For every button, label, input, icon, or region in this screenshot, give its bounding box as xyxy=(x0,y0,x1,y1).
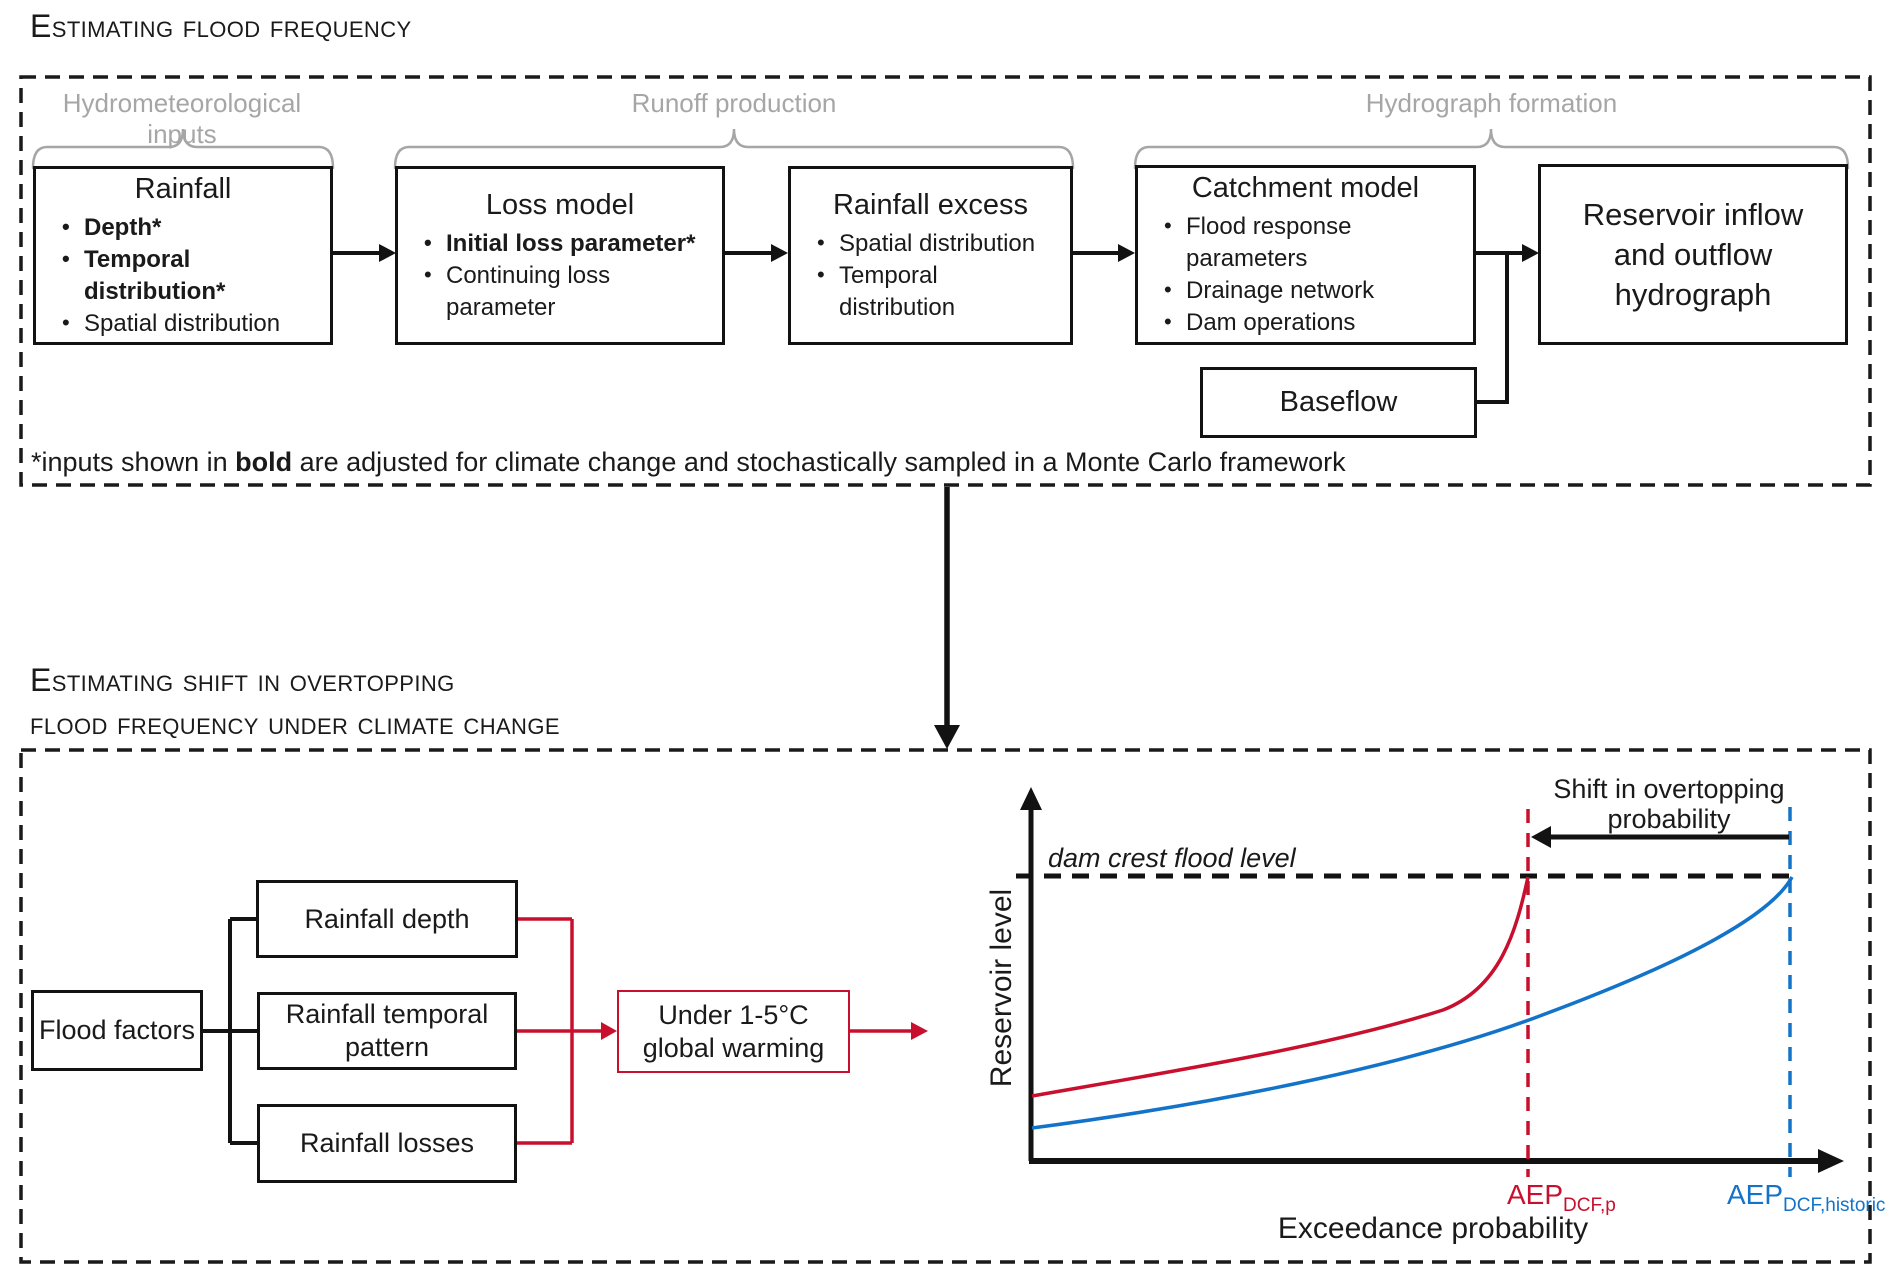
brace-runoff-production xyxy=(393,128,1075,170)
loss-model-box: Loss model Initial loss parameter* Conti… xyxy=(395,166,725,345)
list-item: Depth* xyxy=(60,211,320,244)
rainfall-temporal-line1: Rainfall temporal xyxy=(285,999,489,1029)
list-item: Temporal distribution xyxy=(815,259,1060,324)
list-item: Spatial distribution xyxy=(60,307,320,340)
global-warming-line1: Under 1-5°C xyxy=(658,999,809,1030)
baseflow-box: Baseflow xyxy=(1200,367,1477,438)
section1-title: Estimating flood frequency xyxy=(30,8,412,44)
projected-climate-curve xyxy=(1031,876,1530,1098)
list-item: Spatial distribution xyxy=(815,227,1060,260)
global-warming-line2: global warming xyxy=(642,1032,825,1063)
list-item: Continuing loss parameter xyxy=(422,259,712,324)
section2-title-line2: flood frequency under climate change xyxy=(30,705,560,741)
group-label-hydromet-inputs: Hydrometeorological inputs xyxy=(62,88,302,149)
group-label-hydrograph-formation: Hydrograph formation xyxy=(1365,88,1618,118)
list-item: Flood response parameters xyxy=(1162,210,1463,275)
chart-x-axis-label: Exceedance probability xyxy=(1277,1212,1589,1245)
list-item: Initial loss parameter* xyxy=(422,227,712,260)
dam-crest-flood-level-label: dam crest flood level xyxy=(1048,843,1296,873)
global-warming-label: Under 1-5°C global warming xyxy=(643,999,825,1065)
chart-y-axis-label: Reservoir level xyxy=(985,888,1018,1088)
baseflow-box-title: Baseflow xyxy=(1279,386,1398,418)
catchment-model-box: Catchment model Flood response parameter… xyxy=(1135,165,1476,345)
chart-y-axis xyxy=(1020,787,1042,1161)
reservoir-box-line1: Reservoir inflow xyxy=(1582,196,1804,232)
reservoir-box-line3: hydrograph xyxy=(1614,276,1772,312)
flood-factors-connector xyxy=(203,917,257,1145)
section1-dashed-frame xyxy=(19,75,1872,487)
reservoir-hydrograph-box: Reservoir inflow and outflow hydrograph xyxy=(1538,164,1848,345)
group-label-runoff-production: Runoff production xyxy=(631,88,837,118)
shift-annotation-line1: Shift in overtopping xyxy=(1553,774,1785,804)
rainfall-excess-box: Rainfall excess Spatial distribution Tem… xyxy=(788,166,1073,345)
rainfall-box: Rainfall Depth* Temporal distribution* S… xyxy=(33,166,333,345)
section1-footnote: *inputs shown in bold are adjusted for c… xyxy=(31,447,1346,478)
rainfall-depth-box: Rainfall depth xyxy=(256,880,518,958)
rainfall-losses-label: Rainfall losses xyxy=(299,1128,475,1158)
rainfall-bullet-list: Depth* Temporal distribution* Spatial di… xyxy=(36,211,330,340)
footnote-text-pre: *inputs shown in xyxy=(31,447,236,477)
aep-projected-label: AEPDCF,p xyxy=(1507,1179,1616,1217)
section2-dashed-frame xyxy=(19,748,1872,1264)
footnote-text-bold: bold xyxy=(235,447,293,477)
aep-historic-main: AEP xyxy=(1727,1179,1784,1210)
chart-x-axis xyxy=(1029,1149,1844,1173)
rainfall-temporal-pattern-box: Rainfall temporal pattern xyxy=(257,992,517,1070)
arrowhead-catchment-to-reservoir xyxy=(1522,244,1539,262)
flood-factors-box: Flood factors xyxy=(31,990,203,1071)
reservoir-box-line2: and outflow xyxy=(1613,236,1773,272)
rainfall-box-title: Rainfall xyxy=(134,172,232,205)
list-item: Temporal distribution* xyxy=(60,243,320,308)
arrowhead-loss-to-excess xyxy=(771,244,788,262)
arrow-warming-to-chart xyxy=(850,1022,928,1040)
shift-annotation-line2: probability xyxy=(1607,804,1731,834)
list-item: Drainage network xyxy=(1162,274,1463,307)
aep-projected-main: AEP xyxy=(1507,1179,1564,1210)
baseflow-elbow-connector xyxy=(1477,255,1509,404)
section-link-arrow xyxy=(934,487,960,749)
rainfall-temporal-line2: pattern xyxy=(344,1032,430,1062)
rainfall-excess-bullet-list: Spatial distribution Temporal distributi… xyxy=(791,227,1070,324)
section2-title: Estimating shift in overtopping flood fr… xyxy=(30,659,560,745)
arrowhead-rainfall-to-loss xyxy=(379,244,396,262)
rainfall-excess-box-title: Rainfall excess xyxy=(832,188,1029,221)
footnote-text-post: are adjusted for climate change and stoc… xyxy=(292,447,1346,477)
arrowhead-excess-to-catchment xyxy=(1118,244,1135,262)
aep-projected-subscript: DCF,p xyxy=(1563,1195,1616,1216)
global-warming-box: Under 1-5°C global warming xyxy=(617,990,850,1073)
rainfall-depth-label: Rainfall depth xyxy=(304,903,470,934)
brace-hydromet-inputs xyxy=(31,128,335,170)
shift-probability-arrow xyxy=(1531,826,1789,848)
loss-model-box-title: Loss model xyxy=(485,188,635,221)
red-bracket-connector xyxy=(517,917,603,1145)
aep-historic-subscript: DCF,historic xyxy=(1783,1195,1886,1216)
catchment-model-bullet-list: Flood response parameters Drainage netwo… xyxy=(1138,210,1473,339)
section2-title-line1: Estimating shift in overtopping xyxy=(30,662,455,698)
list-item: Dam operations xyxy=(1162,306,1463,339)
loss-model-bullet-list: Initial loss parameter* Continuing loss … xyxy=(398,227,722,324)
rainfall-temporal-pattern-label: Rainfall temporal pattern xyxy=(286,998,489,1064)
flood-factors-label: Flood factors xyxy=(38,1015,196,1045)
catchment-model-box-title: Catchment model xyxy=(1191,172,1420,204)
shift-in-overtopping-annotation: Shift in overtopping probability xyxy=(1529,774,1809,834)
arrowhead-into-warming-box xyxy=(601,1022,617,1040)
historic-climate-curve xyxy=(1031,876,1794,1130)
rainfall-losses-box: Rainfall losses xyxy=(257,1104,517,1183)
aep-historic-label: AEPDCF,historic xyxy=(1727,1179,1885,1217)
brace-hydrograph-formation xyxy=(1133,128,1850,170)
